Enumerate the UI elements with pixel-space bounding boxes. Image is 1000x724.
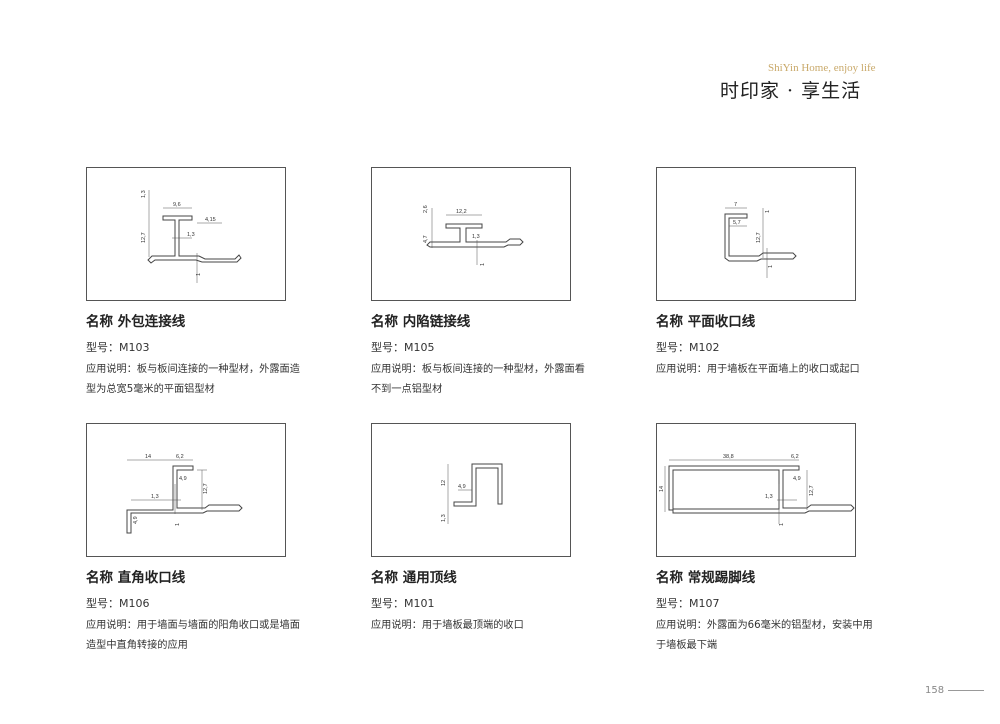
product-description: 应用说明：用于墙面与墙面的阳角收口或是墙面造型中直角转接的应用 xyxy=(86,620,300,651)
dim-label: 4,9 xyxy=(458,484,466,490)
product-model: 型号：M101 xyxy=(371,597,435,610)
dim-label: 6,2 xyxy=(176,454,184,460)
product-name: 名称 常规踢脚线 xyxy=(656,570,756,586)
dim-label: 4,9 xyxy=(133,516,139,524)
dim-label: 38,8 xyxy=(723,454,734,460)
product-description: 应用说明：板与板间连接的一种型材，外露面看不到一点铝型材 xyxy=(371,364,585,395)
product-card-m105: 2,6 12,2 4,7 1,3 1 名称 内陷链接线 型号：M105 应用说明… xyxy=(371,167,585,400)
product-name: 名称 外包连接线 xyxy=(86,314,186,330)
dim-label: 4,9 xyxy=(179,476,187,482)
product-model: 型号：M107 xyxy=(656,597,720,610)
product-description: 应用说明：板与板间连接的一种型材，外露面造型为总宽5毫米的平面铝型材 xyxy=(86,364,300,395)
dim-label: 1 xyxy=(779,523,785,526)
profile-diagram: 1,3 9,6 4,15 12,7 1,3 1 xyxy=(86,167,286,301)
dim-label: 12,7 xyxy=(809,485,815,496)
product-model: 型号：M105 xyxy=(371,341,435,354)
profile-diagram: 12 4,9 1,3 xyxy=(371,423,571,557)
dim-label: 2,6 xyxy=(423,205,429,213)
dim-label: 1 xyxy=(768,265,774,268)
product-name: 名称 平面收口线 xyxy=(656,314,756,330)
page-number: 158 xyxy=(925,685,985,696)
dim-label: 12,7 xyxy=(756,232,762,243)
product-card-m107: 38,8 6,2 4,9 14 12,7 1,3 1 名称 常规踢脚线 型号：M… xyxy=(656,423,873,656)
product-model: 型号：M102 xyxy=(656,341,720,354)
dim-label: 14 xyxy=(659,486,665,492)
dim-label: 1,3 xyxy=(187,232,195,238)
product-description: 应用说明：外露面为66毫米的铝型材，安装中用于墙板最下端 xyxy=(656,620,873,651)
profile-diagram: 38,8 6,2 4,9 14 12,7 1,3 1 xyxy=(656,423,856,557)
dim-label: 12,7 xyxy=(203,483,209,494)
dim-label: 12,2 xyxy=(456,209,467,215)
dim-label: 1 xyxy=(175,523,181,526)
dim-label: 1 xyxy=(196,273,202,276)
product-description: 应用说明：用于墙板在平面墙上的收口或起口 xyxy=(656,364,860,375)
profile-diagram: 14 6,2 4,9 12,7 1,3 4,9 1 xyxy=(86,423,286,557)
profile-diagram: 2,6 12,2 4,7 1,3 1 xyxy=(371,167,571,301)
dim-label: 12 xyxy=(441,480,447,486)
dim-label: 1,3 xyxy=(141,190,147,198)
dim-label: 1,3 xyxy=(472,234,480,240)
dim-label: 4,15 xyxy=(205,217,216,223)
page-rule xyxy=(948,690,985,691)
profile-diagram: 7 5,7 1 12,7 1 xyxy=(656,167,856,301)
product-name: 名称 通用顶线 xyxy=(371,570,457,586)
dim-label: 4,7 xyxy=(423,235,429,243)
product-model: 型号：M106 xyxy=(86,597,150,610)
dim-label: 6,2 xyxy=(791,454,799,460)
dim-label: 1 xyxy=(765,210,771,213)
product-card-m103: 1,3 9,6 4,15 12,7 1,3 1 名称 外包连接线 型号：M103… xyxy=(86,167,300,400)
product-description: 应用说明：用于墙板最顶端的收口 xyxy=(371,620,524,631)
page-number-text: 158 xyxy=(925,685,945,696)
brand-name: 时印家 · 享生活 xyxy=(720,80,862,102)
dim-label: 5,7 xyxy=(733,220,741,226)
product-model: 型号：M103 xyxy=(86,341,150,354)
dim-label: 12,7 xyxy=(141,232,147,243)
product-card-m102: 7 5,7 1 12,7 1 名称 平面收口线 型号：M102 应用说明：用于墙… xyxy=(656,167,860,380)
product-card-m106: 14 6,2 4,9 12,7 1,3 4,9 1 名称 直角收口线 型号：M1… xyxy=(86,423,300,656)
dim-label: 1,3 xyxy=(765,494,773,500)
dim-label: 1 xyxy=(480,263,486,266)
dim-label: 1,3 xyxy=(441,514,447,522)
product-card-m101: 12 4,9 1,3 名称 通用顶线 型号：M101 应用说明：用于墙板最顶端的… xyxy=(371,423,571,636)
product-name: 名称 内陷链接线 xyxy=(371,314,471,330)
dim-label: 1,3 xyxy=(151,494,159,500)
dim-label: 7 xyxy=(734,202,737,208)
dim-label: 14 xyxy=(145,454,151,460)
dim-label: 4,9 xyxy=(793,476,801,482)
brand-slogan: ShiYin Home, enjoy life xyxy=(768,62,876,74)
product-name: 名称 直角收口线 xyxy=(86,570,186,586)
dim-label: 9,6 xyxy=(173,202,181,208)
